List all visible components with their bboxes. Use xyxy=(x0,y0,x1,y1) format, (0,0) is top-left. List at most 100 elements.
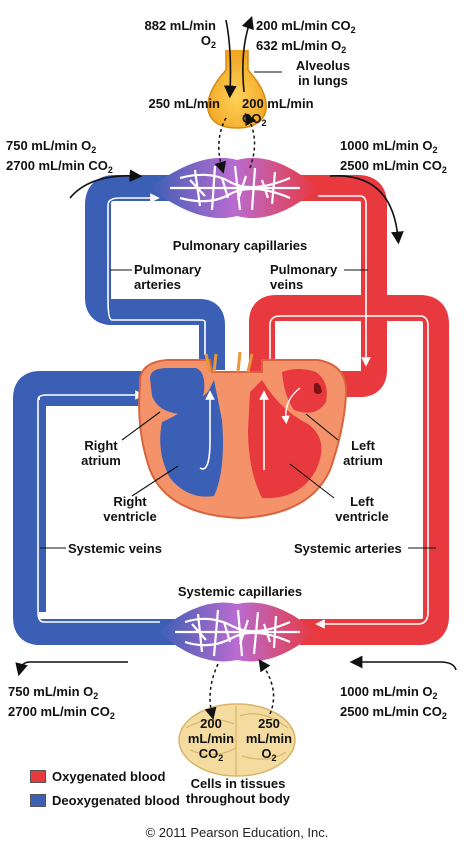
tissue-o2-line2: mL/min xyxy=(245,731,293,746)
sys-out-co2: 2700 mL/min CO xyxy=(8,704,110,719)
o2-exhaled-line: 632 mL/min O xyxy=(256,38,342,53)
sys-out-o2: 750 mL/min O xyxy=(8,684,94,699)
subscript-2: 2 xyxy=(341,45,347,55)
left-atrium-label: Left atrium xyxy=(338,438,388,468)
subscript-2: 2 xyxy=(210,40,216,50)
co2-exhaled-line: 200 mL/min CO xyxy=(256,18,351,33)
tissue-cells-label: Cells in tissues throughout body xyxy=(182,776,294,806)
right-atrium-line1: Right xyxy=(84,438,118,453)
left-ventricle-label: Left ventricle xyxy=(330,494,394,524)
pulmonary-arteries-label: Pulmonary arteries xyxy=(134,262,201,292)
subscript-2: 2 xyxy=(350,25,356,35)
systemic-return-label: 750 mL/min O2 2700 mL/min CO2 xyxy=(8,684,115,724)
systemic-veins-label: Systemic veins xyxy=(68,541,162,556)
subscript-2: 2 xyxy=(109,711,115,721)
leader-right-ventricle xyxy=(131,465,179,497)
valve-marks xyxy=(204,351,254,373)
left-atrium-line2: atrium xyxy=(343,453,383,468)
flow-line-la xyxy=(281,387,301,425)
flow-line-pulm-vein xyxy=(318,195,371,367)
tissue-o2-label: 250 mL/min O2 xyxy=(244,716,294,766)
deoxygenated-vessels xyxy=(13,175,225,645)
oxygenated-vessels xyxy=(249,175,449,645)
o2-uptake-value: 250 mL/min xyxy=(148,96,220,111)
subscript-2: 2 xyxy=(93,691,99,701)
alveolus-airflow-in xyxy=(223,19,237,99)
right-atrium-line2: atrium xyxy=(81,453,121,468)
left-atrium-line1: Left xyxy=(351,438,375,453)
co2-release-line1: 200 mL/min xyxy=(242,96,314,111)
systemic-arteries-label: Systemic arteries xyxy=(294,541,402,556)
tissue-co2-line2: mL/min xyxy=(187,731,235,746)
subscript-2: 2 xyxy=(107,165,113,175)
co2-release-line2: CO xyxy=(242,111,262,126)
tissue-cells-line1: Cells in tissues xyxy=(190,776,286,791)
alveolus-airflow-out xyxy=(241,15,254,93)
pulmonary-capillaries-label: Pulmonary capillaries xyxy=(172,238,308,253)
left-ventricle xyxy=(248,380,322,499)
pulm-out-o2: 1000 mL/min O xyxy=(340,138,433,153)
legend-swatch-deoxygenated xyxy=(30,794,46,807)
pulmonary-vein-vessel xyxy=(300,175,387,397)
subscript-2: 2 xyxy=(271,753,277,763)
subscript-2: 2 xyxy=(441,165,447,175)
pulm-arteries-line1: Pulmonary xyxy=(134,262,202,277)
tissue-o2-line1: 250 xyxy=(258,716,280,731)
pulmonary-capillary-bed xyxy=(150,157,318,219)
copyright: © 2011 Pearson Education, Inc. xyxy=(145,825,329,840)
pulmonary-veins-label: Pulmonary veins xyxy=(270,262,337,292)
o2-inhaled-label: 882 mL/min O2 xyxy=(118,18,216,53)
tissue-o2-line3: O xyxy=(261,746,272,761)
arrow-into-lungs xyxy=(69,169,143,199)
leader-lines xyxy=(40,71,436,549)
right-ventricle-line2: ventricle xyxy=(103,509,157,524)
pulmonary-outflow-label: 1000 mL/min O2 2500 mL/min CO2 xyxy=(340,138,447,178)
leader-left-atrium xyxy=(305,413,339,441)
pulmonary-artery-vessel xyxy=(85,175,225,370)
systemic-artery-vessel xyxy=(249,295,449,645)
sys-in-co2: 2500 mL/min CO xyxy=(340,704,442,719)
pulm-out-co2: 2500 mL/min CO xyxy=(340,158,442,173)
heart xyxy=(138,351,348,520)
o2-inhaled-line1: 882 mL/min xyxy=(144,18,216,33)
pulm-arteries-line2: arteries xyxy=(134,277,181,292)
legend-label-deoxygenated: Deoxygenated blood xyxy=(52,793,180,808)
systemic-capillary-bed xyxy=(158,602,316,662)
o2-inhaled-line2: O xyxy=(200,33,211,48)
systemic-vein-vessel xyxy=(13,371,175,645)
alveolus-o2-diffusion xyxy=(214,117,227,174)
tissue-o2-diffusion xyxy=(204,663,219,720)
pulm-in-co2: 2700 mL/min CO xyxy=(6,158,108,173)
leader-right-atrium xyxy=(121,411,161,441)
alveolus-label-line2: in lungs xyxy=(298,73,348,88)
flow-line-aorta xyxy=(269,315,429,629)
left-ventricle-line1: Left xyxy=(350,494,374,509)
exhaled-gases-label: 200 mL/min CO2 632 mL/min O2 xyxy=(256,18,356,58)
left-atrium xyxy=(282,369,327,413)
alveolus-label-line1: Alveolus xyxy=(295,58,351,73)
sys-in-o2: 1000 mL/min O xyxy=(340,684,433,699)
systemic-vein-inner-vessel xyxy=(34,394,150,612)
co2-release-label: 200 mL/min CO2 xyxy=(242,96,314,131)
subscript-2: 2 xyxy=(432,145,438,155)
alveolus-label: Alveolus in lungs xyxy=(280,58,366,88)
legend-label-oxygenated: Oxygenated blood xyxy=(52,769,166,784)
leader-left-ventricle xyxy=(289,463,335,499)
tissue-co2-label: 200 mL/min CO2 xyxy=(186,716,236,766)
tissue-co2-line3: CO xyxy=(198,746,219,761)
flow-line-pulm-artery xyxy=(107,193,206,355)
systemic-capillary-mesh xyxy=(175,609,300,657)
tissue-co2-line1: 200 xyxy=(200,716,222,731)
left-ventricle-line2: ventricle xyxy=(335,509,389,524)
systemic-capillaries-label: Systemic capillaries xyxy=(177,584,303,599)
systemic-supply-label: 1000 mL/min O2 2500 mL/min CO2 xyxy=(340,684,447,724)
right-ventricle-label: Right ventricle xyxy=(98,494,162,524)
arrow-systemic-right xyxy=(349,655,457,671)
tissue-cells-line2: throughout body xyxy=(186,791,290,806)
o2-uptake-label: 250 mL/min xyxy=(122,96,220,111)
pulmonary-inflow-label: 750 mL/min O2 2700 mL/min CO2 xyxy=(6,138,113,178)
right-atrium-label: Right atrium xyxy=(76,438,126,468)
legend-swatch-oxygenated xyxy=(30,770,46,783)
